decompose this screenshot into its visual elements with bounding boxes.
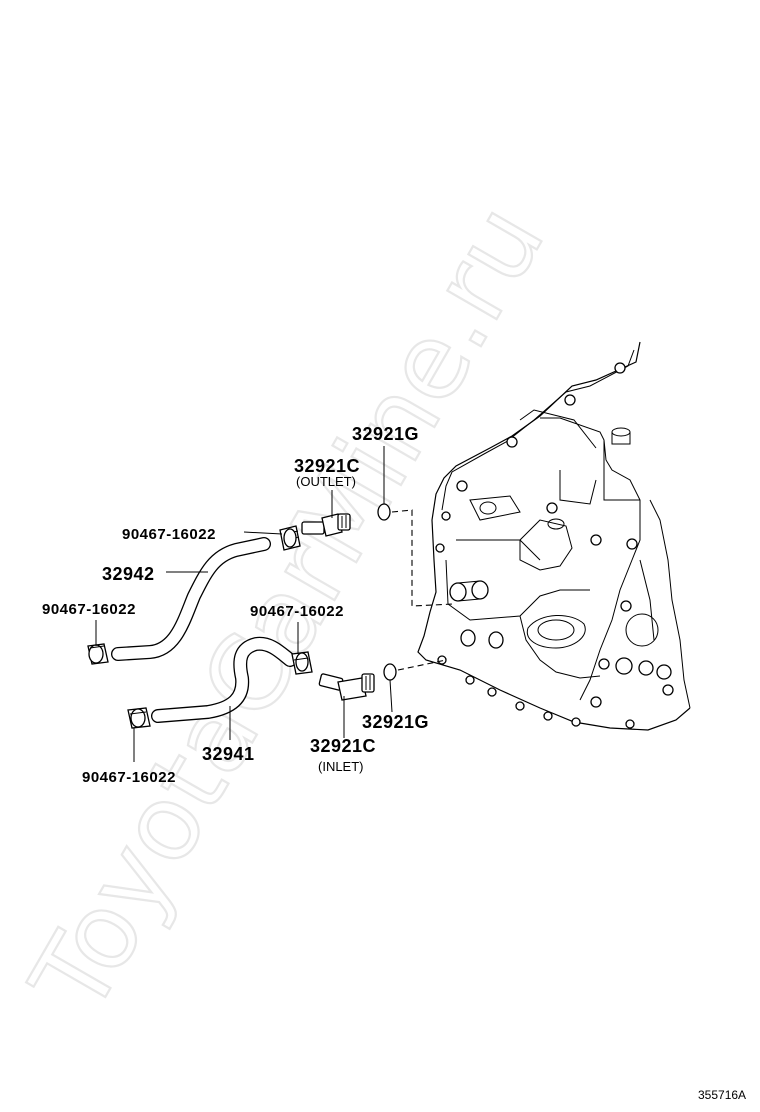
outlet-dashed-line (391, 509, 455, 607)
label-outlet-note: (OUTLET) (296, 474, 356, 489)
clip-outlet (279, 525, 301, 551)
label-32921g-bottom: 32921G (362, 712, 429, 732)
outlet-union-fitting (301, 513, 351, 537)
clip-lower-end (127, 707, 151, 729)
o-ring-bottom (383, 663, 397, 681)
label-32921c-outlet: 32921C (294, 456, 360, 476)
leader-lines (95, 446, 393, 762)
label-32921c-inlet: 32921C (310, 736, 376, 756)
clip-upper-end (87, 643, 109, 665)
transmission-case (417, 341, 691, 731)
o-ring-top (377, 503, 391, 521)
label-clip-outlet: 90467-16022 (122, 526, 216, 543)
label-32941: 32941 (202, 744, 255, 764)
clip-inlet (291, 651, 313, 675)
diagram-reference-number: 355716A (698, 1088, 746, 1102)
label-clip-lower-end: 90467-16022 (82, 769, 176, 786)
hose-32942 (111, 537, 271, 661)
label-inlet-note: (INLET) (318, 759, 364, 774)
label-clip-inlet: 90467-16022 (250, 603, 344, 620)
inlet-union-fitting (318, 673, 375, 701)
label-clip-upper-end: 90467-16022 (42, 601, 136, 618)
hose-32941 (151, 636, 297, 723)
label-32921g-top: 32921G (352, 424, 419, 444)
label-32942: 32942 (102, 564, 155, 584)
inlet-dashed-line (397, 659, 447, 671)
case-bolts (435, 362, 638, 729)
